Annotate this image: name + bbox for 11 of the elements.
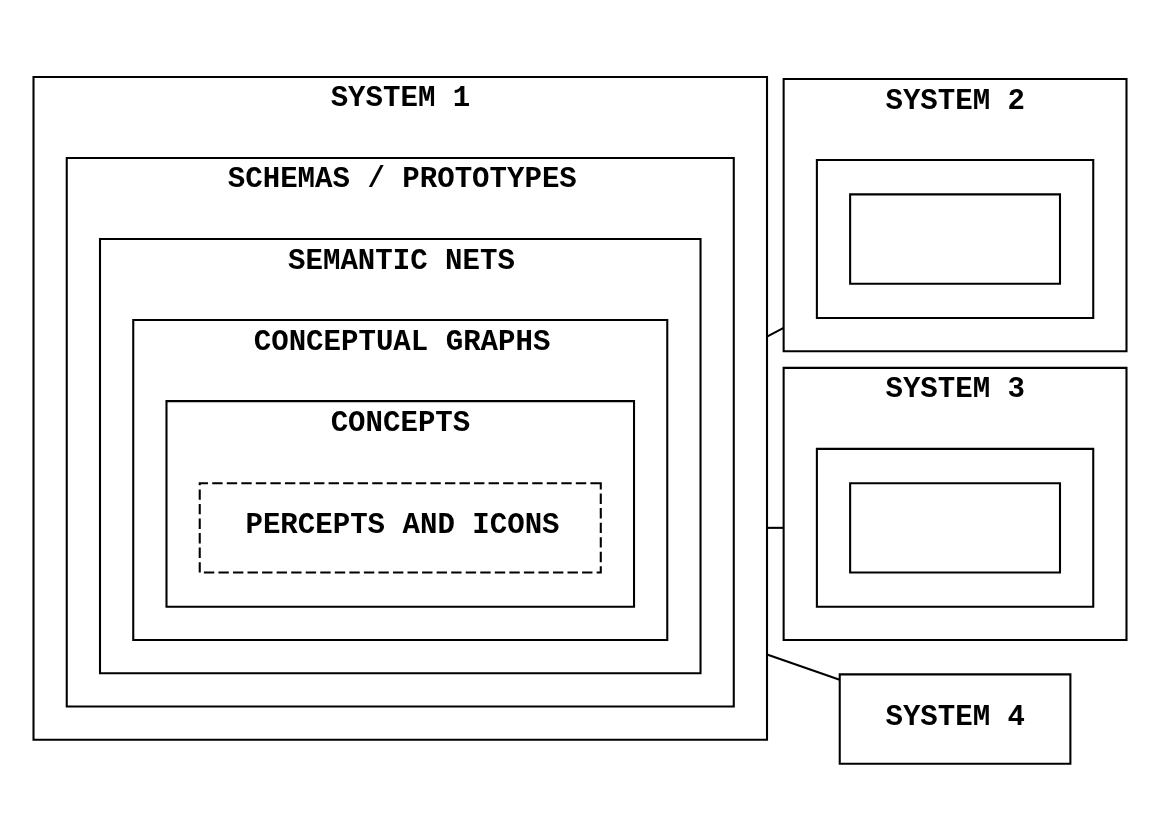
node-box xyxy=(849,192,1062,285)
node-box xyxy=(849,481,1062,574)
cluster: SYSTEM 2 xyxy=(782,77,1128,352)
connector xyxy=(766,326,785,337)
cluster xyxy=(815,158,1095,319)
node-box: PERCEPTS AND ICONS xyxy=(198,481,602,574)
connector xyxy=(766,652,840,681)
cluster xyxy=(815,447,1095,608)
cluster: SYSTEM 3 xyxy=(782,366,1128,641)
node-box: SYSTEM 4 xyxy=(838,672,1072,765)
connector xyxy=(767,526,784,529)
